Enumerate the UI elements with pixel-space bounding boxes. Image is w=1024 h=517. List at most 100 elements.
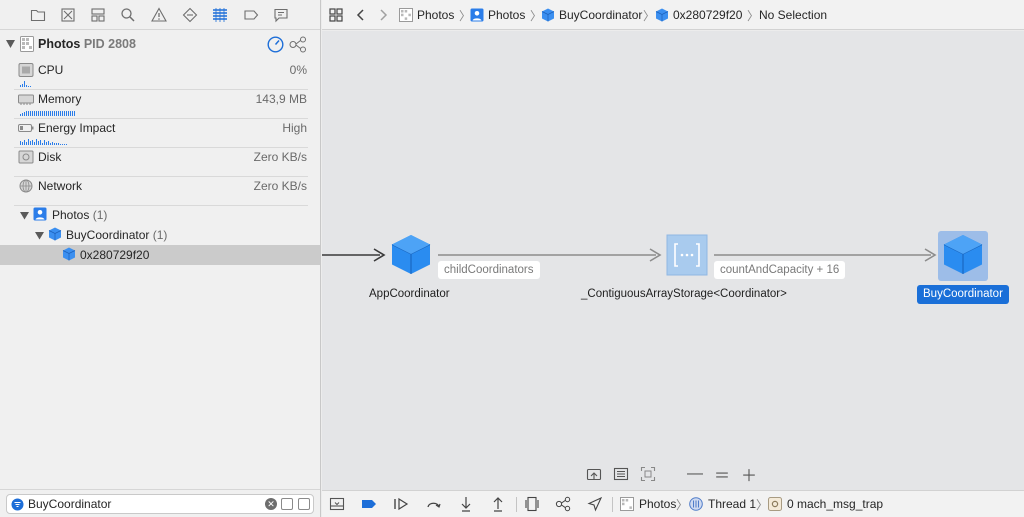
breadcrumb-separator: 〉: [530, 9, 543, 23]
breadcrumb-module[interactable]: Photos: [470, 7, 525, 23]
breakpoints-toggle-icon[interactable]: [360, 496, 378, 512]
instance-cube-icon: [62, 247, 76, 261]
breadcrumb-separator: 〉: [756, 498, 769, 512]
memory-graph-icon[interactable]: [289, 36, 307, 53]
gauge-value: 0%: [289, 63, 307, 77]
clear-filter-icon[interactable]: ✕: [265, 498, 277, 510]
show-leaks-filter-icon[interactable]: [298, 498, 310, 510]
breadcrumb-selection[interactable]: No Selection: [759, 7, 827, 23]
memory-graph-canvas[interactable]: childCoordinators countAndCapacity + 16 …: [322, 31, 1024, 458]
process-row[interactable]: Photos PID 2808: [0, 33, 320, 57]
breadcrumb-label: Photos: [417, 8, 455, 22]
report-icon[interactable]: [272, 6, 290, 24]
step-into-icon[interactable]: [457, 496, 475, 512]
frame-icon: [768, 497, 782, 511]
memory-graph-icon[interactable]: [554, 496, 572, 512]
symbol-icon[interactable]: [89, 6, 107, 24]
gauge-label: Energy Impact: [38, 121, 116, 135]
memory-sparkline: [20, 109, 75, 116]
view-hierarchy-icon[interactable]: [523, 496, 541, 512]
gauge-value: High: [282, 121, 307, 135]
process-name: Photos PID 2808: [38, 37, 136, 51]
class-cube-icon: [541, 8, 555, 22]
debug-bar: Photos 〉 Thread 1 〉 0 mach_msg_trap: [322, 490, 1024, 517]
filter-input[interactable]: [28, 496, 258, 512]
breadcrumb-class[interactable]: BuyCoordinator: [541, 7, 642, 23]
array-storage-node-icon: [666, 234, 708, 276]
gauge-label: Memory: [38, 92, 82, 106]
location-icon[interactable]: [586, 496, 604, 512]
find-icon[interactable]: [119, 6, 137, 24]
energy-icon: [18, 124, 34, 132]
gauge-disk[interactable]: Disk Zero KB/s: [14, 147, 308, 177]
fit-icon[interactable]: [640, 466, 656, 482]
memgraph-icon[interactable]: [613, 466, 629, 482]
node-label[interactable]: AppCoordinator: [369, 288, 450, 300]
appcoordinator-node-icon: [391, 235, 431, 274]
export-icon[interactable]: [586, 466, 602, 482]
cpu-sparkline: [20, 80, 31, 87]
step-out-icon[interactable]: [489, 496, 507, 512]
breadcrumb-process[interactable]: Photos: [399, 7, 454, 23]
filter-field[interactable]: ✕: [6, 494, 314, 514]
navigator-toolbar: [0, 0, 320, 30]
disk-icon: [18, 150, 34, 164]
disclosure-triangle-icon[interactable]: [6, 39, 15, 49]
debug-thread[interactable]: Thread 1: [689, 497, 756, 511]
forward-icon[interactable]: [376, 7, 394, 23]
gauge-network[interactable]: Network Zero KB/s: [14, 176, 308, 206]
breadcrumb-label: No Selection: [759, 8, 828, 22]
disclosure-triangle-icon[interactable]: [35, 231, 44, 240]
gauge-icon[interactable]: [267, 36, 284, 53]
gauge-value: Zero KB/s: [253, 150, 307, 164]
gauge-value: Zero KB/s: [253, 179, 307, 193]
folder-icon[interactable]: [29, 6, 47, 24]
test-icon[interactable]: [181, 6, 199, 24]
back-icon[interactable]: [354, 7, 372, 23]
tree-row-photos[interactable]: Photos (1): [0, 205, 320, 225]
zoom-out-icon[interactable]: —: [687, 465, 703, 482]
tree-row-buycoordinator[interactable]: BuyCoordinator (1): [0, 225, 320, 245]
memory-icon: [18, 94, 34, 105]
module-icon: [33, 207, 47, 221]
breadcrumb-separator: 〉: [676, 498, 689, 512]
debug-navigator-icon[interactable]: [211, 6, 229, 24]
class-cube-icon: [48, 227, 62, 241]
tree-row-instance[interactable]: 0x280729f20: [0, 245, 320, 265]
gauge-energy[interactable]: Energy Impact High: [14, 118, 308, 148]
gauge-value: 143,9 MB: [255, 92, 307, 106]
edge-label[interactable]: childCoordinators: [438, 261, 540, 279]
debug-frame[interactable]: 0 mach_msg_trap: [768, 497, 883, 511]
issue-icon[interactable]: [150, 6, 168, 24]
breakpoint-icon[interactable]: [242, 6, 260, 24]
step-over-icon[interactable]: [425, 496, 443, 512]
debug-process-label: Photos: [639, 497, 677, 511]
divider: [612, 497, 613, 512]
zoom-in-icon[interactable]: ＋: [741, 468, 758, 485]
gauge-memory[interactable]: Memory 143,9 MB: [14, 89, 308, 119]
tree-label: 0x280729f20: [80, 248, 150, 262]
filter-icon: [11, 498, 24, 511]
breadcrumb-label: BuyCoordinator: [559, 8, 643, 22]
edge-label[interactable]: countAndCapacity + 16: [714, 261, 846, 279]
related-items-icon[interactable]: [329, 7, 347, 23]
tree-label: Photos (1): [52, 208, 108, 222]
hide-debug-area-icon[interactable]: [328, 496, 346, 512]
zoom-reset-icon[interactable]: ＝: [714, 468, 731, 485]
buycoordinator-node-icon: [938, 231, 988, 281]
graph-edges: [322, 231, 988, 281]
node-label[interactable]: _ContiguousArrayStorage<Coordinator>: [581, 288, 787, 300]
show-frames-filter-icon[interactable]: [281, 498, 293, 510]
selected-node-label[interactable]: BuyCoordinator: [917, 285, 1009, 304]
breadcrumb-instance[interactable]: 0x280729f20: [655, 7, 742, 23]
source-control-icon[interactable]: [59, 6, 77, 24]
continue-icon[interactable]: [392, 496, 410, 512]
navigator-panel: Photos PID 2808 CPU 0% Memory 143,9 MB E…: [0, 0, 321, 517]
module-icon: [470, 8, 484, 22]
disclosure-triangle-icon[interactable]: [20, 211, 29, 220]
gauge-cpu[interactable]: CPU 0%: [14, 60, 308, 90]
divider: [516, 497, 517, 512]
debug-frame-label: 0 mach_msg_trap: [787, 497, 884, 511]
debug-process[interactable]: Photos: [620, 497, 676, 511]
breadcrumb-separator: 〉: [643, 9, 656, 23]
